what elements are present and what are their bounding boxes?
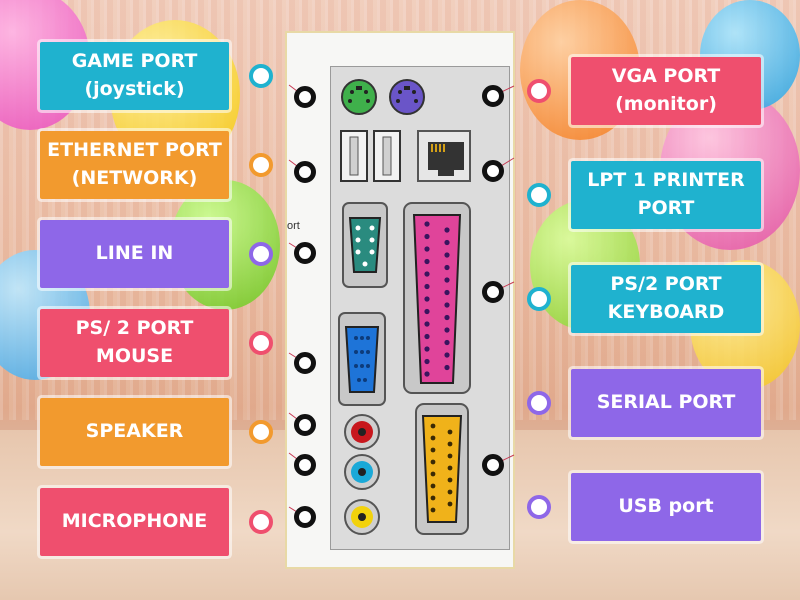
label-text: SPEAKER [85,420,184,443]
pin [424,308,430,315]
label-speaker[interactable]: SPEAKER [40,398,229,466]
drop-target-dot[interactable] [294,86,316,108]
pin [444,352,450,358]
label-ps2-mouse[interactable]: PS/ 2 PORT MOUSE [40,309,229,377]
pin [430,495,436,501]
drop-target-dot[interactable] [482,160,504,182]
pin [424,371,430,377]
pin [444,327,450,333]
label-ethernet-port[interactable]: ETHERNET PORT (NETWORK) [40,131,229,199]
audio-jacks [344,414,380,535]
pin [447,453,453,459]
label-connector-handle[interactable] [527,495,551,519]
label-vga-port[interactable]: VGA PORT (monitor) [571,57,761,125]
ps2-keyboard-port [389,79,425,115]
pin [447,441,453,447]
pin [447,477,453,483]
pin [444,252,450,258]
pin [424,246,430,252]
drop-target-dot[interactable] [294,506,316,528]
pin [447,465,453,471]
pin [430,483,436,489]
pin [444,239,450,246]
connector-lines [288,84,515,518]
label-connector-handle[interactable] [249,153,273,177]
serial-port [342,202,388,288]
game-port [415,403,469,535]
label-usb-port[interactable]: USB port [571,473,761,541]
label-game-port[interactable]: GAME PORT (joystick) [40,42,229,110]
pin [444,302,450,308]
pin [430,435,436,441]
drop-target-dot[interactable] [294,352,316,374]
pin [444,277,450,283]
label-connector-handle[interactable] [527,287,551,311]
pin [447,501,453,507]
label-text: LPT 1 PRINTER PORT [587,169,745,219]
drop-target-dot[interactable] [294,242,316,264]
pin [424,296,430,302]
pin [430,423,436,429]
label-text: SERIAL PORT [596,391,736,414]
pin [447,429,453,435]
drop-target-dot[interactable] [482,85,504,107]
label-text: ETHERNET PORT (NETWORK) [47,139,222,189]
label-connector-handle[interactable] [527,183,551,207]
pin [430,507,436,513]
pin [430,459,436,465]
label-text: PS/2 PORT KEYBOARD [607,273,725,323]
pin [444,227,450,233]
pin [424,258,430,265]
ethernet-port [417,130,471,182]
label-connector-handle[interactable] [249,64,273,88]
pin [424,321,430,327]
drop-target-dot[interactable] [482,454,504,476]
label-connector-handle[interactable] [527,79,551,103]
label-serial-port[interactable]: SERIAL PORT [571,369,761,437]
pin [444,339,450,346]
pin [424,221,430,227]
label-text: GAME PORT (joystick) [71,50,198,100]
drop-target-dot[interactable] [294,161,316,183]
pin [444,289,450,296]
vga-port [338,312,386,406]
drop-target-dot[interactable] [482,281,504,303]
pin [424,346,430,352]
pin [444,314,450,321]
ps2-mouse-port [341,79,377,115]
usb-ports [340,130,401,182]
label-microphone[interactable]: MICROPHONE [40,488,229,556]
pin [430,447,436,453]
label-connector-handle[interactable] [249,242,273,266]
pin [447,489,453,495]
pin [424,271,430,277]
label-connector-handle[interactable] [249,331,273,355]
fragment-text: ort [287,220,300,232]
label-text: MICROPHONE [61,510,208,533]
pin [430,471,436,477]
label-text: VGA PORT (monitor) [611,65,721,115]
label-connector-handle[interactable] [249,420,273,444]
label-lpt1-printer-port[interactable]: LPT 1 PRINTER PORT [571,161,761,229]
label-line-in[interactable]: LINE IN [40,220,229,288]
label-text: PS/ 2 PORT MOUSE [75,317,194,367]
label-text: LINE IN [95,242,174,265]
pin [424,358,430,365]
parallel-port [403,202,471,394]
pin [444,364,450,371]
label-text: USB port [618,495,714,518]
label-connector-handle[interactable] [527,391,551,415]
pin [424,283,430,290]
pin [424,333,430,340]
pin [444,264,450,271]
label-ps2-keyboard[interactable]: PS/2 PORT KEYBOARD [571,265,761,333]
drop-target-dot[interactable] [294,414,316,436]
label-connector-handle[interactable] [249,510,273,534]
drop-target-dot[interactable] [294,454,316,476]
pin [424,233,430,240]
